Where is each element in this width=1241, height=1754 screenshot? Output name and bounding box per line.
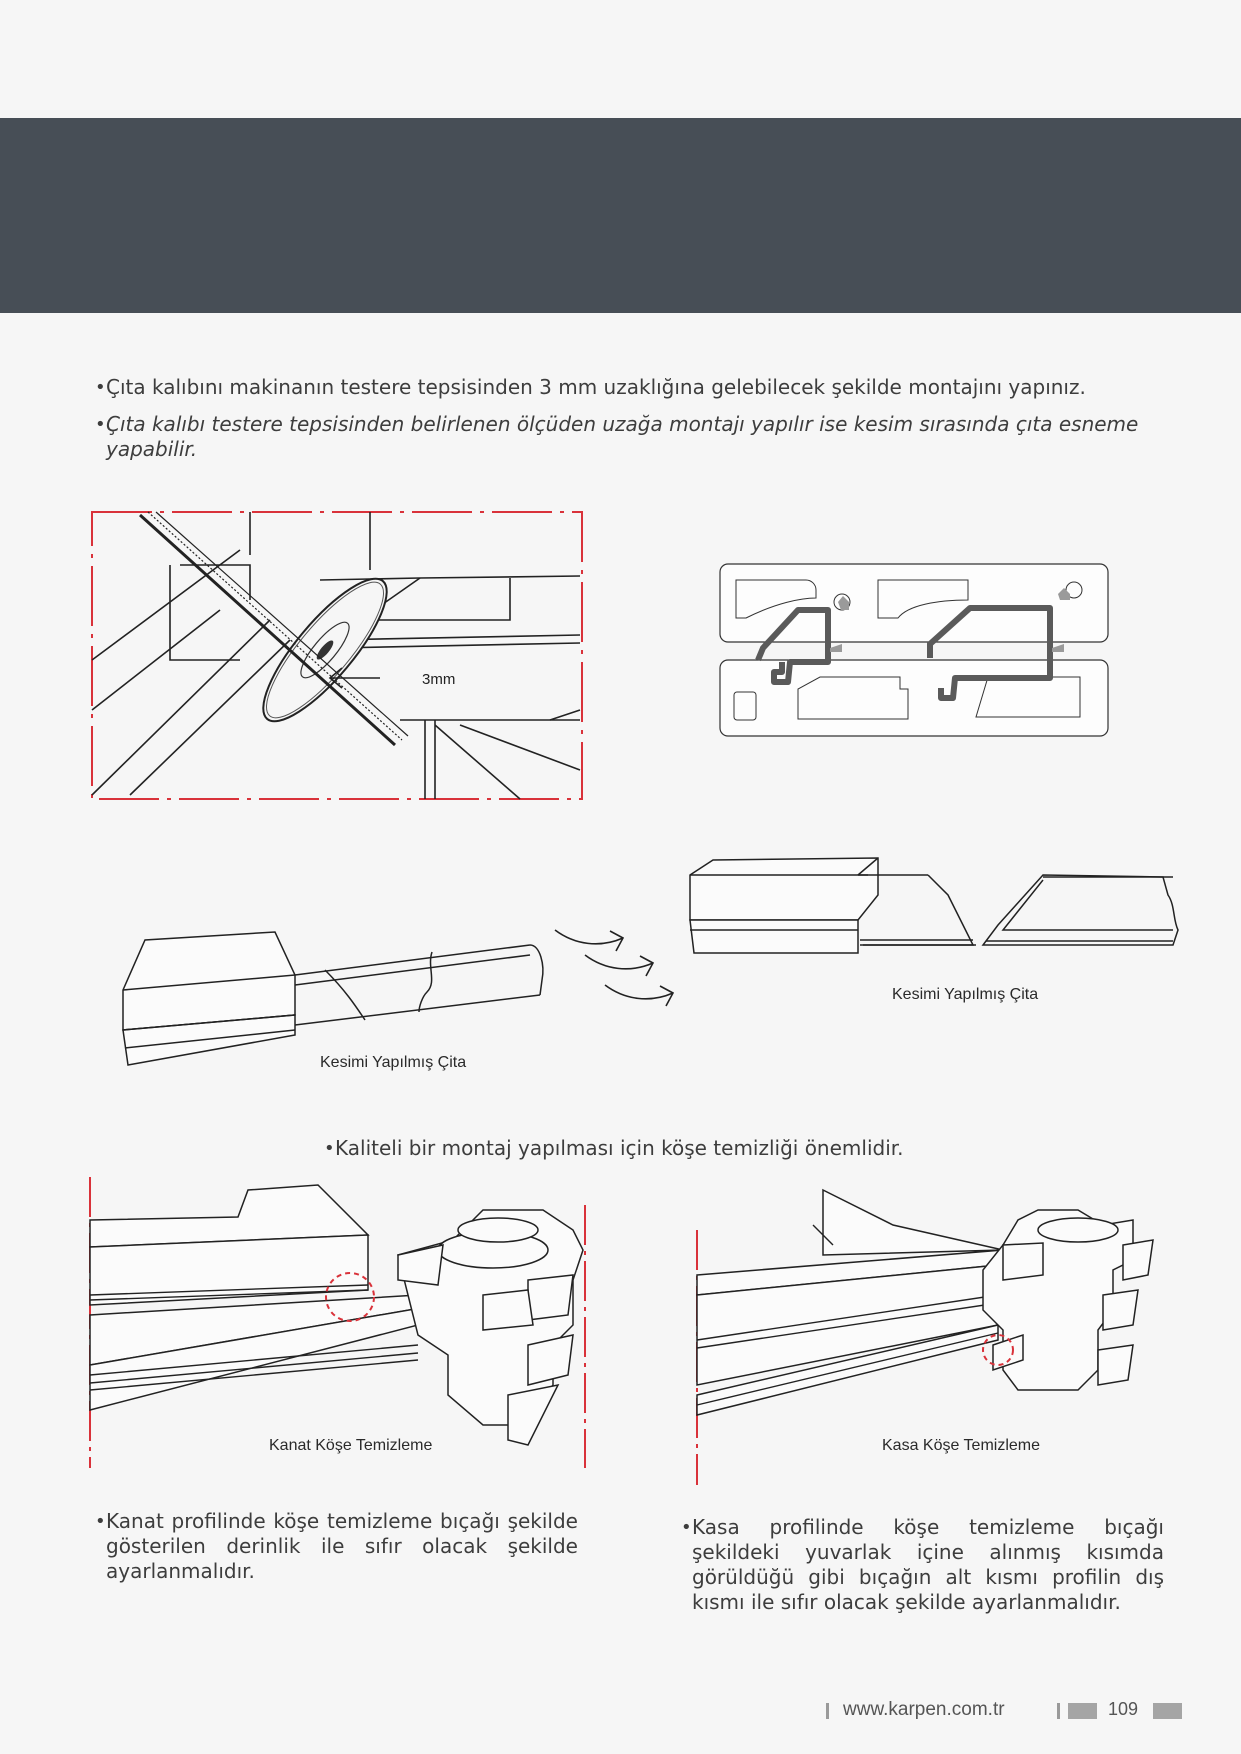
bullet-dot: • — [324, 1138, 335, 1159]
frame-note-text: Kasa profilinde köşe temizleme bıçağı şe… — [692, 1515, 1164, 1614]
sash-note-text: Kanat profilinde köşe temizleme bıçağı ş… — [106, 1509, 578, 1583]
header-band — [0, 118, 1241, 313]
profile-die-figure — [719, 563, 1109, 737]
cut-batten-right-caption: Kesimi Yapılmış Çita — [892, 986, 1039, 1003]
footer-separator — [1057, 1703, 1060, 1719]
cut-batten-left-figure — [122, 931, 544, 1066]
intro-bullet-1: • Çıta kalıbını makinanın testere tepsis… — [95, 375, 1166, 400]
intro-bullet-2: • Çıta kalıbı testere tepsisinden belirl… — [95, 412, 1176, 462]
footer-block-right — [1153, 1703, 1182, 1719]
curved-arrows — [554, 929, 675, 1007]
cut-batten-left-caption: Kesimi Yapılmış Çita — [320, 1054, 467, 1071]
intro-bullet-2-line-1: Çıta kalıbı testere tepsisinden belirlen… — [106, 412, 1139, 436]
frame-note: • Kasa profilinde köşe temizleme bıçağı … — [681, 1515, 1164, 1615]
corner-note-text: Kaliteli bir montaj yapılması için köşe … — [335, 1136, 904, 1160]
intro-bullet-1-text: Çıta kalıbını makinanın testere tepsisin… — [106, 375, 1086, 399]
footer-website: www.karpen.com.tr — [843, 1699, 1005, 1720]
bullet-dot: • — [95, 377, 106, 398]
footer-block-left — [1068, 1703, 1097, 1719]
bullet-dot: • — [95, 1511, 106, 1532]
footer-separator — [826, 1703, 829, 1719]
sash-corner-caption: Kanat Köşe Temizleme — [269, 1437, 433, 1454]
saw-blade-figure: 3mm — [91, 511, 583, 800]
bullet-dot: • — [95, 414, 106, 435]
sash-corner-figure — [89, 1177, 586, 1468]
frame-corner-figure — [696, 1188, 1154, 1485]
sash-note: • Kanat profilinde köşe temizleme bıçağı… — [95, 1509, 578, 1584]
corner-note: • Kaliteli bir montaj yapılması için köş… — [324, 1136, 1035, 1161]
bullet-dot: • — [681, 1517, 692, 1538]
saw-dimension-label: 3mm — [422, 671, 455, 688]
frame-corner-caption: Kasa Köşe Temizleme — [882, 1437, 1040, 1454]
intro-bullet-2-line-2: yapabilir. — [106, 437, 198, 461]
page-number: 109 — [1108, 1699, 1139, 1719]
cut-batten-right-figure — [689, 857, 1179, 954]
